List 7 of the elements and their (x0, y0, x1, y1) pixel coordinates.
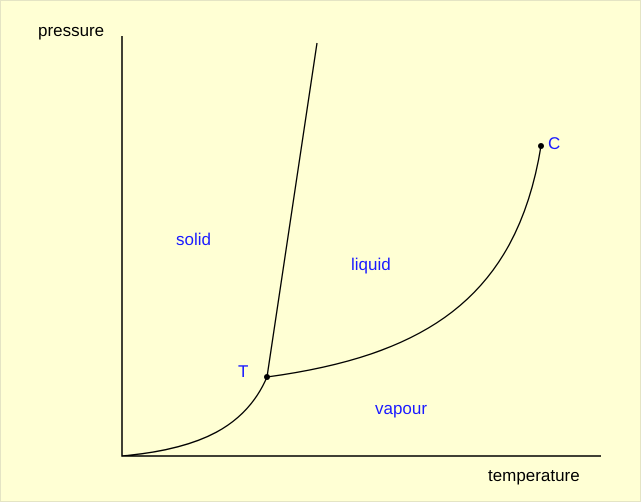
point-label: C (548, 134, 560, 154)
region-label: liquid (351, 255, 391, 275)
axis-label: pressure (38, 21, 104, 41)
region-label: vapour (375, 399, 427, 419)
axis-label: temperature (488, 466, 580, 486)
region-label: solid (176, 230, 211, 250)
point-label: T (238, 362, 248, 382)
